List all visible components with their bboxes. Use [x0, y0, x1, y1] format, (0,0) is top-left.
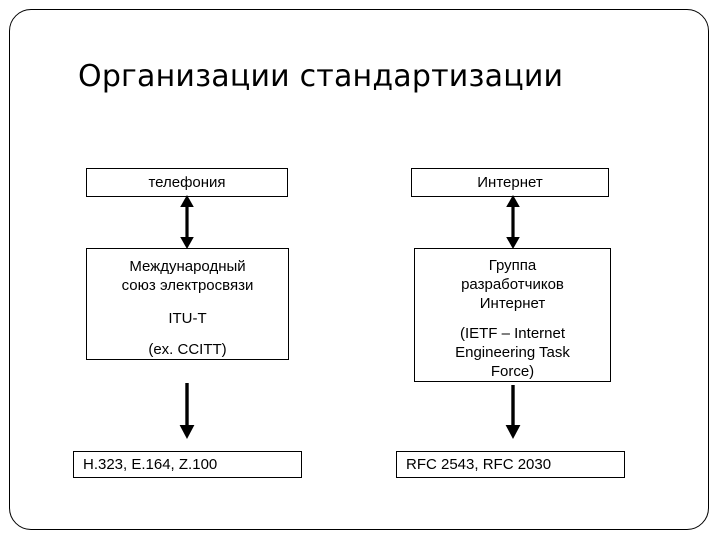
- page-title: Организации стандартизации: [78, 59, 564, 94]
- node-standards-itu-label: H.323, E.164, Z.100: [83, 455, 218, 473]
- node-ietf-expansion-line-3: Force): [490, 363, 535, 380]
- arrow-internet-to-ietf: [506, 195, 520, 249]
- node-standards-ietf[interactable]: RFC 2543, RFC 2030: [396, 451, 625, 478]
- node-itu-name-line-1: Международный: [129, 258, 246, 275]
- node-itu-acronym: ITU-T: [168, 310, 207, 327]
- node-standards-itu[interactable]: H.323, E.164, Z.100: [73, 451, 302, 478]
- arrow-itu-to-standards: [179, 383, 195, 439]
- node-organization-ietf[interactable]: Группа разработчиков Интернет (IETF – In…: [414, 248, 611, 382]
- node-ietf-name-line-3: Интернет: [479, 295, 546, 312]
- node-domain-internet[interactable]: Интернет: [411, 168, 609, 197]
- node-ietf-name-line-1: Группа: [488, 257, 537, 274]
- node-domain-internet-label: Интернет: [477, 173, 543, 191]
- node-domain-telephony[interactable]: телефония: [86, 168, 288, 197]
- node-itu-name-line-2: союз электросвязи: [121, 277, 254, 294]
- node-ietf-name-line-2: разработчиков: [461, 276, 564, 293]
- node-organization-itu[interactable]: Международный союз электросвязи ITU-T (e…: [86, 248, 289, 360]
- node-domain-telephony-label: телефония: [148, 173, 226, 191]
- node-ietf-expansion-line-1: (IETF – Internet: [459, 325, 566, 342]
- arrow-telephony-to-itu: [180, 195, 194, 249]
- node-itu-former-name: (ex. CCITT): [148, 341, 227, 358]
- node-standards-ietf-label: RFC 2543, RFC 2030: [406, 455, 552, 473]
- arrow-ietf-to-standards: [505, 385, 521, 439]
- node-ietf-expansion-line-2: Engineering Task: [455, 344, 570, 361]
